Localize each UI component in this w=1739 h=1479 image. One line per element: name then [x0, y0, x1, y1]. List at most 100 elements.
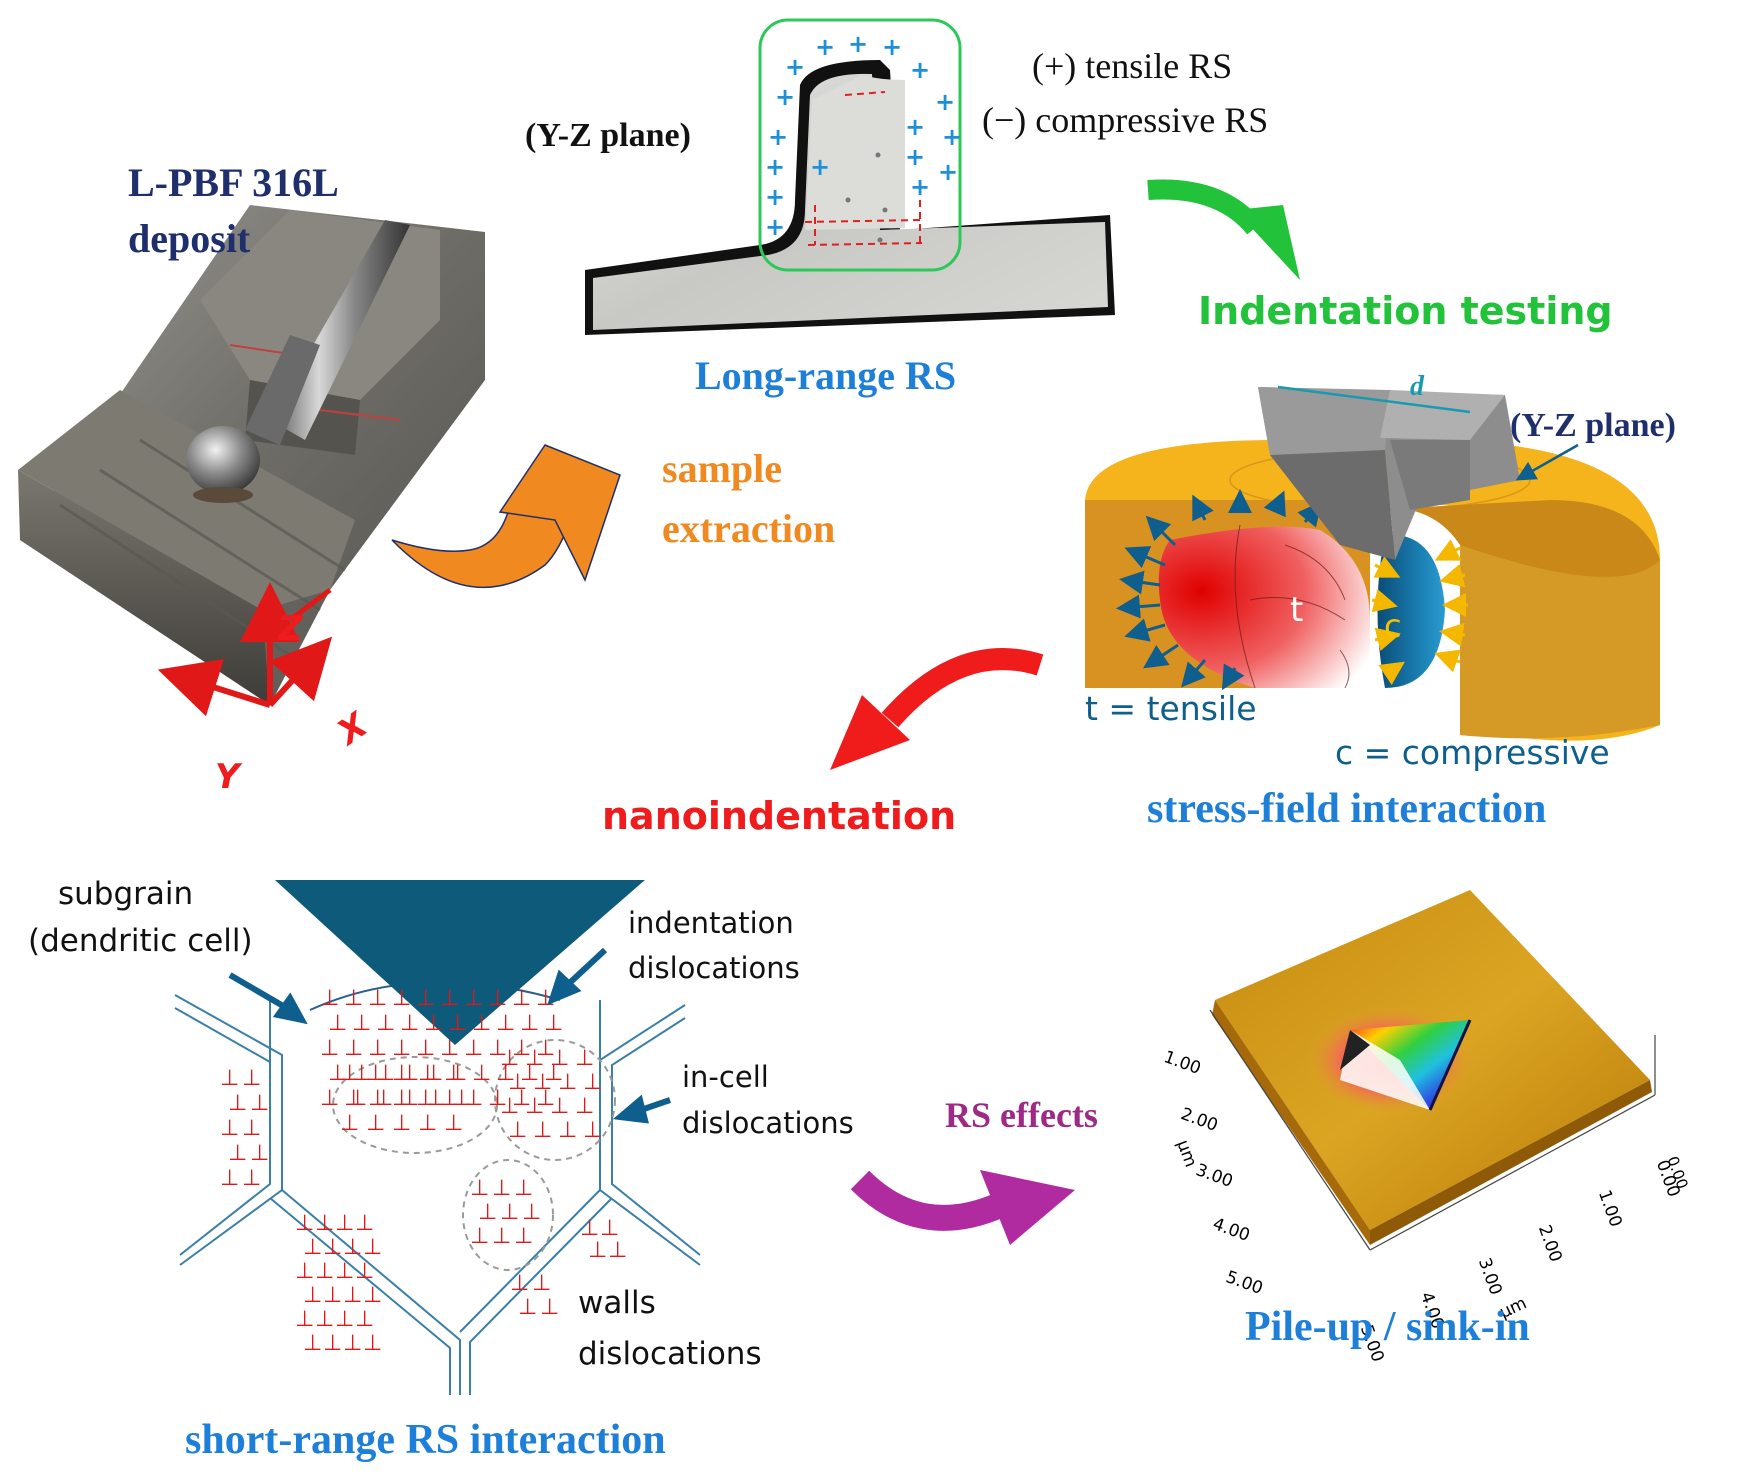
dislocation-symbol: ⊥	[242, 1116, 261, 1141]
dislocation-symbol: ⊥	[340, 1111, 359, 1136]
long-range-plane-label: (Y-Z plane)	[525, 117, 691, 154]
dislocation-symbol: ⊥	[512, 1036, 531, 1061]
dislocation-symbol: ⊥	[220, 1066, 239, 1091]
dislocation-symbol: ⊥	[343, 1331, 362, 1356]
dislocation-symbol: ⊥	[416, 1036, 435, 1061]
dislocation-symbol: ⊥	[376, 1011, 395, 1036]
dislocation-symbol: ⊥	[335, 1259, 354, 1284]
dislocation-symbol: ⊥	[315, 1211, 334, 1236]
dislocation-symbol: ⊥	[416, 1086, 435, 1111]
dislocation-symbol: ⊥	[242, 1166, 261, 1191]
dislocation-symbol: ⊥	[323, 1283, 342, 1308]
deposit-title-line1: L-PBF 316L	[128, 160, 339, 205]
dislocation-symbol: ⊥	[440, 1036, 459, 1061]
dislocation-symbol: ⊥	[320, 1086, 339, 1111]
dislocation-symbol: ⊥	[558, 1070, 577, 1095]
legend-t-tensile: t = tensile	[1085, 689, 1257, 728]
dislocation-symbol: ⊥	[392, 1086, 411, 1111]
dislocation-symbol: ⊥	[514, 1224, 533, 1249]
dislocation-symbol: ⊥	[315, 1307, 334, 1332]
dislocation-symbol: ⊥	[508, 1070, 527, 1095]
dislocation-symbol: ⊥	[320, 986, 339, 1011]
subgrain-label-line1: subgrain	[58, 876, 194, 912]
dislocation-symbol: ⊥	[315, 1259, 334, 1284]
dislocation-symbol: ⊥	[303, 1283, 322, 1308]
dislocation-symbol: ⊥	[366, 1061, 385, 1086]
dislocation-symbol: ⊥	[348, 1086, 367, 1111]
dislocation-symbol: ⊥	[532, 1271, 551, 1296]
dislocation-symbol: ⊥	[550, 1046, 569, 1071]
stress-field-block	[1085, 385, 1660, 741]
dislocation-symbol: ⊥	[470, 1224, 489, 1249]
indentation-dislocations-line1: indentation	[628, 906, 794, 940]
dislocation-symbol: ⊥	[295, 1307, 314, 1332]
svg-text:+: +	[775, 83, 795, 111]
svg-text:+: +	[942, 123, 962, 151]
dislocation-symbol: ⊥	[452, 1086, 471, 1111]
svg-text:+: +	[905, 113, 925, 141]
dislocation-symbol: ⊥	[418, 1111, 437, 1136]
axis-label-z: Z	[278, 609, 303, 649]
svg-text:+: +	[785, 53, 805, 81]
dislocation-symbol: ⊥	[424, 1061, 443, 1086]
dislocation-symbol: ⊥	[400, 1061, 419, 1086]
dislocation-symbol: ⊥	[520, 1061, 539, 1086]
svg-text:+: +	[882, 33, 902, 61]
indentation-testing-arrow	[1147, 179, 1300, 280]
dislocation-symbol: ⊥	[250, 1091, 269, 1116]
svg-text:+: +	[938, 158, 958, 186]
dislocation-symbol: ⊥	[525, 1046, 544, 1071]
dislocation-symbol: ⊥	[426, 1086, 445, 1111]
dislocation-symbol: ⊥	[320, 1036, 339, 1061]
svg-text:+: +	[765, 213, 785, 241]
afm-surface	[1209, 890, 1656, 1251]
dislocation-symbol: ⊥	[418, 1061, 437, 1086]
dislocation-symbol: ⊥	[583, 1070, 602, 1095]
dislocation-symbol: ⊥	[536, 986, 555, 1011]
dislocation-symbol: ⊥	[588, 1238, 607, 1263]
dislocation-symbol: ⊥	[295, 1211, 314, 1236]
indentation-dislocations-line2: dislocations	[628, 951, 800, 985]
dislocation-symbol: ⊥	[366, 1111, 385, 1136]
dislocation-symbol: ⊥	[340, 1061, 359, 1086]
dislocation-symbol: ⊥	[250, 1141, 269, 1166]
indentation-testing-label: Indentation testing	[1198, 289, 1613, 333]
dislocation-symbol: ⊥	[440, 1086, 459, 1111]
dislocation-symbol: ⊥	[343, 1235, 362, 1260]
walls-dislocations-line2: dislocations	[578, 1336, 762, 1372]
dislocation-symbol: ⊥	[558, 1118, 577, 1143]
sample-extraction-line2: extraction	[662, 506, 836, 551]
dislocation-symbol: ⊥	[544, 1061, 563, 1086]
dislocation-symbol: ⊥	[533, 1118, 552, 1143]
svg-text:+: +	[815, 33, 835, 61]
nanoindentation-arrow	[830, 648, 1044, 770]
dislocation-symbol: ⊥	[400, 1011, 419, 1036]
stress-field-interaction-caption: stress-field interaction	[1147, 786, 1547, 832]
svg-text:+: +	[810, 153, 830, 181]
dislocation-symbol: ⊥	[352, 1011, 371, 1036]
short-range-rs-caption: short-range RS interaction	[185, 1417, 666, 1463]
dislocation-symbol: ⊥	[492, 1224, 511, 1249]
dendritic-cell-diagram: ⊥⊥⊥⊥⊥⊥⊥⊥⊥⊥⊥⊥⊥⊥⊥⊥⊥⊥⊥⊥⊥⊥⊥⊥⊥⊥⊥⊥⊥⊥⊥⊥⊥⊥⊥⊥⊥⊥⊥⊥…	[174, 880, 701, 1395]
dislocation-symbol: ⊥	[440, 986, 459, 1011]
dislocation-symbol: ⊥	[352, 1061, 371, 1086]
dislocation-symbol: ⊥	[508, 1118, 527, 1143]
dislocation-symbol: ⊥	[344, 1086, 363, 1111]
dislocation-symbol: ⊥	[536, 1036, 555, 1061]
rs-effects-label: RS effects	[945, 1095, 1098, 1135]
dislocation-symbol: ⊥	[374, 1086, 393, 1111]
dislocation-symbol: ⊥	[220, 1116, 239, 1141]
dislocation-symbol: ⊥	[303, 1235, 322, 1260]
dislocation-symbol: ⊥	[448, 1011, 467, 1036]
dislocation-symbol: ⊥	[488, 1036, 507, 1061]
dislocation-symbol: ⊥	[533, 1070, 552, 1095]
dislocation-symbol: ⊥	[580, 1216, 599, 1241]
dislocation-symbol: ⊥	[335, 1211, 354, 1236]
dislocation-symbol: ⊥	[464, 986, 483, 1011]
dislocation-symbol: ⊥	[464, 1036, 483, 1061]
dislocation-symbol: ⊥	[540, 1295, 559, 1320]
incell-dislocations-line1: in-cell	[682, 1060, 769, 1094]
legend-c-compressive: c = compressive	[1335, 733, 1610, 772]
dislocation-symbol: ⊥	[500, 1094, 519, 1119]
